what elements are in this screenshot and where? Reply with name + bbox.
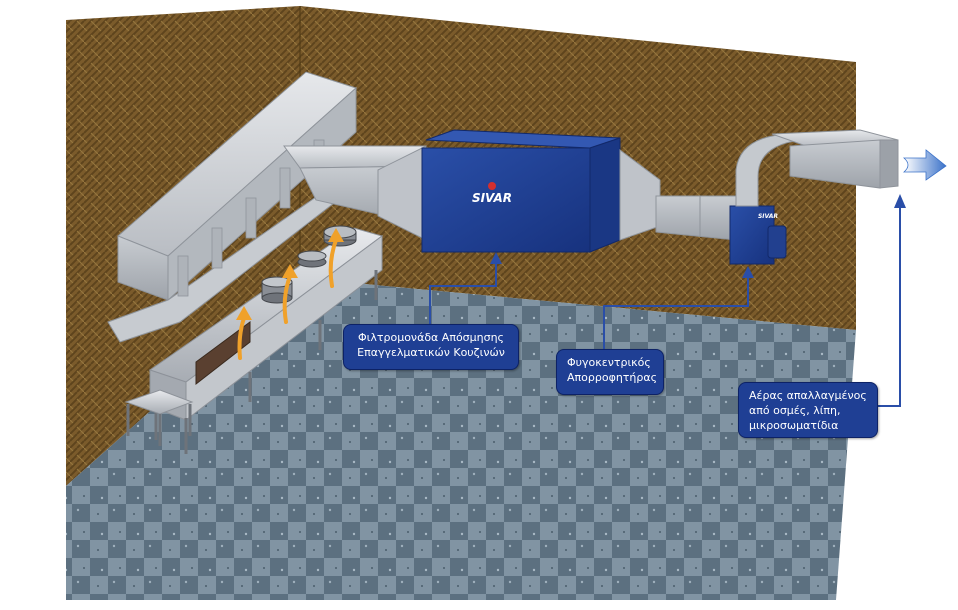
centrifugal-fan-label-line2: Απορροφητήρας bbox=[567, 371, 658, 384]
fan-motor bbox=[767, 225, 787, 259]
exhaust-out-arrow bbox=[902, 149, 947, 181]
centrifugal-fan-label-line1: Φυγοκεντρικός bbox=[567, 356, 651, 369]
side-table-legs bbox=[126, 404, 192, 446]
side-table-top bbox=[124, 389, 194, 415]
oven-door bbox=[195, 321, 251, 386]
clean-air-label-line1: Αέρας απαλλαγμένος bbox=[749, 389, 867, 402]
cooking-pots bbox=[261, 225, 357, 304]
steam-arrowheads bbox=[236, 228, 344, 320]
filter-unit-label-line2: Επαγγελματικών Κουζινών bbox=[357, 346, 505, 359]
clean-air-label: Αέρας απαλλαγμένος από οσμές, λίπη, μικρ… bbox=[738, 382, 878, 438]
sivar-logo-mark bbox=[488, 182, 496, 190]
sivar-logo: SIVAR bbox=[472, 191, 512, 205]
callout-connectors bbox=[429, 206, 901, 407]
clean-air-label-line3: μικροσωματίδια bbox=[749, 419, 839, 432]
filter-unit-label-line1: Φιλτρομονάδα Απόσμησης bbox=[357, 331, 505, 344]
fan-logo: SIVAR bbox=[758, 213, 778, 220]
fan-duct bbox=[655, 195, 737, 241]
steam-arrows bbox=[237, 238, 338, 360]
clean-air-label-line2: από οσμές, λίπη, bbox=[749, 404, 841, 417]
connector-arrowheads bbox=[490, 194, 906, 278]
centrifugal-fan-body bbox=[729, 205, 775, 265]
outlet-duct-end bbox=[879, 139, 899, 189]
filter-unit-label: Φιλτρομονάδα Απόσμησης Επαγγελματικών Κο… bbox=[343, 324, 519, 370]
centrifugal-fan-label: Φυγοκεντρικός Απορροφητήρας bbox=[556, 349, 664, 395]
filter-unit-side bbox=[589, 137, 621, 253]
filter-unit-front bbox=[421, 147, 591, 253]
